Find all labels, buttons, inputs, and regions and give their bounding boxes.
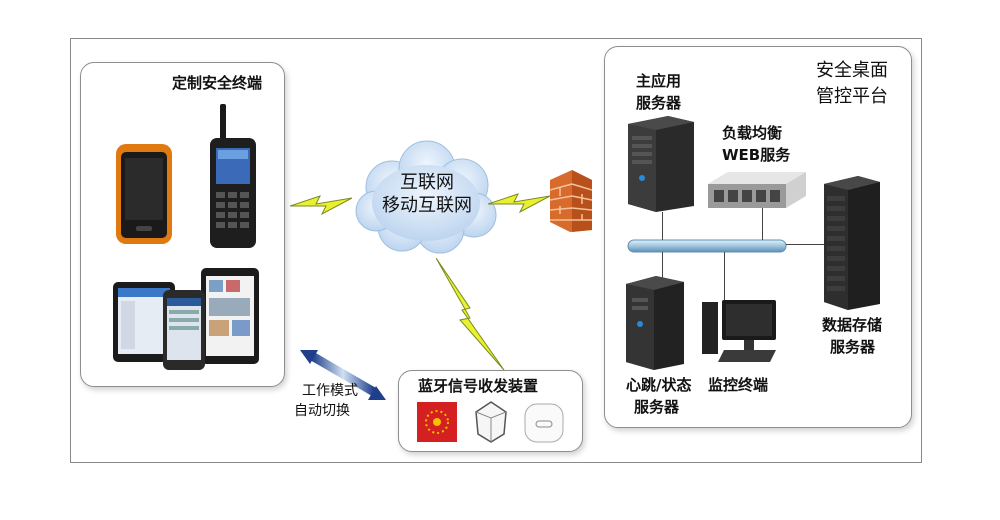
monitor-terminal-label: 监控终端 xyxy=(708,376,769,394)
cloud-label-mobile-internet: 移动互联网 xyxy=(382,195,472,216)
beacon-red-icon xyxy=(417,402,457,442)
radio-phone-image xyxy=(206,104,260,250)
bus-connector-load-balancer xyxy=(762,208,763,240)
platform-panel-title-line2: 管控平台 xyxy=(816,86,888,107)
bus-connector-main-server xyxy=(662,212,663,240)
storage-server-rack-icon xyxy=(824,176,880,310)
main-server-tower-icon xyxy=(628,116,694,212)
main-server-label-line2: 服务器 xyxy=(636,94,682,112)
wireless-link-bolt-right xyxy=(488,190,550,214)
load-balancer-rack-icon xyxy=(708,170,808,210)
storage-server-label-line1: 数据存储 xyxy=(822,316,883,334)
heartbeat-server-label-line1: 心跳/状态 xyxy=(626,376,692,394)
load-balancer-label-line2: WEB服务 xyxy=(722,146,791,164)
wireless-link-bolt-down xyxy=(436,258,506,372)
tablets-phone-image xyxy=(113,268,261,372)
storage-server-label-line2: 服务器 xyxy=(830,338,876,356)
wireless-link-bolt-left xyxy=(290,192,352,216)
bus-connector-monitor xyxy=(724,252,725,302)
mode-switch-label-line1: 工作模式 xyxy=(302,383,358,399)
beacon-round-icon xyxy=(523,402,565,444)
internet-cloud xyxy=(352,135,502,257)
bluetooth-panel-title: 蓝牙信号收发装置 xyxy=(418,377,539,395)
platform-panel-title-line1: 安全桌面 xyxy=(816,60,888,81)
bus-connector-storage xyxy=(786,244,826,245)
beacon-gem-icon xyxy=(473,400,509,444)
rugged-phone-image xyxy=(114,142,174,246)
terminal-panel-title: 定制安全终端 xyxy=(172,74,263,92)
main-server-label-line1: 主应用 xyxy=(636,72,682,90)
heartbeat-server-label-line2: 服务器 xyxy=(634,398,680,416)
heartbeat-server-tower-icon xyxy=(626,276,684,370)
network-bus xyxy=(624,236,790,256)
bus-connector-heartbeat-server xyxy=(662,252,663,280)
mode-switch-arrow-icon xyxy=(298,348,388,404)
cloud-label-internet: 互联网 xyxy=(400,172,454,193)
monitor-terminal-icon xyxy=(702,298,778,364)
firewall-icon xyxy=(550,170,592,232)
load-balancer-label-line1: 负载均衡 xyxy=(722,124,783,142)
mode-switch-label-line2: 自动切换 xyxy=(294,403,350,419)
